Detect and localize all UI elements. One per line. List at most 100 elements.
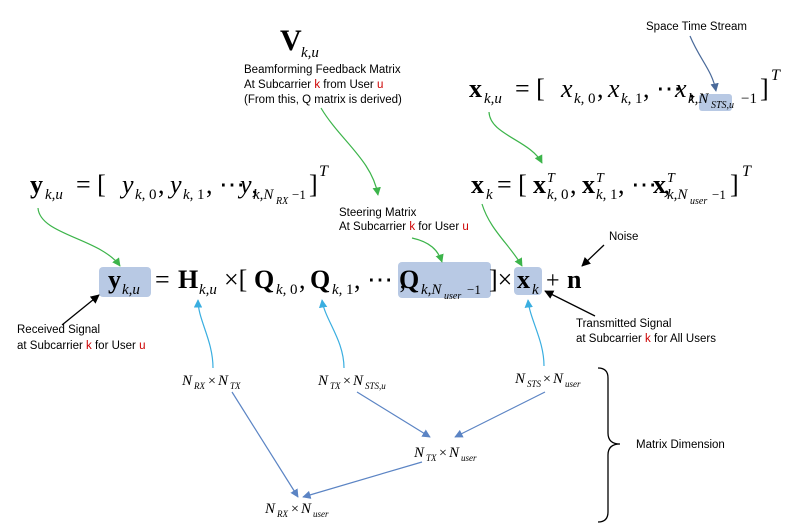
svg-text:x: x (533, 170, 546, 199)
svg-text:(From this, Q matrix is derive: (From this, Q matrix is derived) (244, 94, 402, 106)
svg-text:Beamforming Feedback Matrix: Beamforming Feedback Matrix (244, 64, 401, 76)
svg-text:STS,u: STS,u (711, 100, 734, 111)
svg-text:user: user (690, 196, 707, 207)
svg-text:n: n (567, 265, 582, 294)
svg-text:N: N (264, 501, 276, 517)
svg-text:×: × (343, 374, 351, 389)
svg-text:STS,u: STS,u (365, 381, 386, 391)
arrow-nrxtx-to-nrxuser (231, 391, 299, 498)
main-equation: y k,u = H k,u ×[ Q k, 0 , Q k, 1 , ⋯ , Q… (108, 265, 582, 302)
svg-text:−1: −1 (292, 187, 306, 202)
svg-text:x: x (607, 74, 620, 103)
svg-text:,: , (570, 170, 577, 199)
svg-text:= [: = [ (515, 74, 545, 103)
svg-text:k,u: k,u (122, 282, 140, 298)
x-k-equation: x k = [ x T k, 0 , x T k, 1 , ⋯ , x T k,… (471, 163, 752, 207)
y-ku-equation: y k,u = [ y k, 0 , y k, 1 , ⋯ , y k,N RX… (30, 163, 329, 207)
svg-text:−1: −1 (467, 282, 481, 297)
arrow-transmitted (544, 290, 596, 317)
svg-text:T: T (547, 171, 556, 186)
arrow-v-to-q (320, 107, 381, 196)
matrix-dimension-brace (597, 367, 621, 523)
svg-text:user: user (313, 509, 329, 519)
svg-text:1: 1 (346, 282, 354, 298)
svg-text:Received Signal: Received Signal (17, 324, 100, 336)
svg-text:k,N: k,N (421, 282, 442, 298)
svg-text:At Subcarrier k from User u: At Subcarrier k from User u (244, 79, 383, 91)
svg-text:1: 1 (197, 187, 205, 203)
x-ku-equation: x k,u = [ x k, 0 , x k, 1 , ⋯ , x k,N ST… (469, 67, 781, 111)
svg-text:, ⋯ ,: , ⋯ , (643, 74, 695, 103)
svg-text:k,N: k,N (253, 187, 274, 203)
svg-text:k,: k, (547, 187, 557, 203)
x-highlight (514, 267, 542, 295)
space-time-stream-label: Space Time Stream (646, 21, 747, 33)
svg-text:N: N (352, 373, 364, 389)
svg-text:T: T (742, 163, 752, 180)
svg-text:1: 1 (610, 187, 618, 203)
svg-text:y: y (108, 265, 121, 294)
steering-matrix-label: Steering Matrix At Subcarrier k for User… (339, 207, 469, 233)
svg-text:−1: −1 (741, 91, 757, 107)
svg-text:0: 0 (561, 187, 569, 203)
svg-text:RX: RX (193, 381, 205, 391)
svg-text:,: , (597, 74, 604, 103)
svg-text:0: 0 (588, 91, 596, 107)
svg-text:,: , (299, 265, 306, 294)
svg-text:−1: −1 (712, 187, 726, 202)
arrow-dim-x (524, 299, 545, 367)
svg-text:TX: TX (330, 381, 341, 391)
svg-text:TX: TX (426, 453, 437, 463)
svg-text:k,: k, (183, 187, 193, 203)
svg-text:, ⋯ ,: , ⋯ , (618, 170, 670, 199)
svg-text:k,N: k,N (688, 91, 709, 107)
svg-text:At Subcarrier k for User u: At Subcarrier k for User u (339, 221, 469, 233)
svg-text:k,u: k,u (301, 45, 319, 61)
svg-text:0: 0 (149, 187, 157, 203)
svg-text:H: H (178, 265, 198, 294)
svg-text:= [: = [ (497, 170, 527, 199)
svg-text:k: k (532, 282, 539, 298)
arrow-yku-to-y (37, 207, 121, 267)
svg-text:×: × (543, 372, 551, 387)
svg-text:= [: = [ (76, 170, 106, 199)
sts-highlight (699, 94, 732, 111)
svg-text:y: y (30, 170, 43, 199)
svg-text:T: T (596, 171, 605, 186)
arrow-ntxuser-to-nrxuser (302, 461, 423, 499)
svg-text:Q: Q (254, 265, 274, 294)
svg-text:k,: k, (135, 187, 145, 203)
svg-text:x: x (674, 74, 687, 103)
transmitted-signal-label: Transmitted Signal at Subcarrier k for A… (576, 318, 716, 345)
q-last-highlight (398, 262, 491, 298)
svg-text:N: N (413, 445, 425, 461)
svg-text:]: ] (309, 170, 318, 199)
svg-text:TX: TX (230, 381, 241, 391)
arrow-noise (581, 244, 605, 267)
svg-text:×[: ×[ (224, 265, 247, 294)
svg-text:at Subcarrier k for All Users: at Subcarrier k for All Users (576, 333, 716, 345)
v-matrix-symbol: V k,u (280, 24, 319, 61)
svg-text:x: x (469, 74, 482, 103)
svg-text:at Subcarrier k for User u: at Subcarrier k for User u (17, 340, 145, 352)
svg-text:k,u: k,u (484, 91, 502, 107)
svg-text:k,u: k,u (199, 282, 217, 298)
svg-text:k,: k, (621, 91, 631, 107)
svg-text:N: N (317, 373, 329, 389)
svg-text:T: T (319, 163, 329, 180)
y-highlight (99, 267, 151, 297)
svg-text:user: user (461, 453, 477, 463)
svg-text:T: T (771, 67, 781, 84)
svg-text:y: y (119, 170, 134, 199)
svg-text:V: V (280, 24, 302, 57)
svg-text:RX: RX (275, 196, 289, 207)
svg-text:Steering Matrix: Steering Matrix (339, 207, 417, 219)
svg-text:STS: STS (527, 379, 542, 389)
svg-text:×: × (439, 446, 447, 461)
arrow-received (61, 294, 100, 326)
svg-text:, ⋯ ,: , ⋯ , (206, 170, 258, 199)
